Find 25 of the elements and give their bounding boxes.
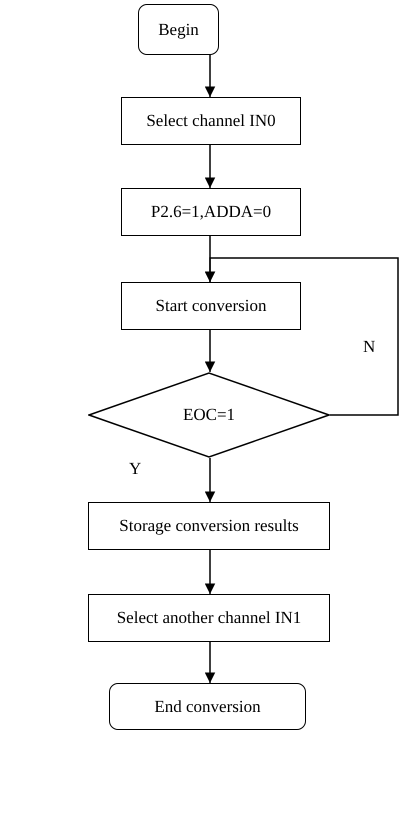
decision-diamond	[88, 372, 330, 458]
arrow	[204, 458, 216, 502]
node-label: Begin	[158, 20, 199, 40]
arrow	[204, 145, 216, 188]
process-box	[121, 282, 301, 330]
terminal-box	[109, 683, 306, 730]
node-label: Start conversion	[156, 296, 266, 316]
arrow	[204, 330, 216, 372]
node-label: P2.6=1,ADDA=0	[150, 202, 272, 222]
node-label: Select another channel IN1	[116, 608, 302, 628]
process-box	[88, 594, 330, 642]
node-label: Select channel IN0	[146, 111, 276, 131]
terminal-box	[138, 4, 219, 55]
arrow	[204, 55, 216, 97]
process-box	[88, 502, 330, 550]
node-label: Storage conversion results	[119, 516, 299, 536]
node-label: End conversion	[154, 696, 261, 716]
process-box	[121, 97, 301, 145]
node-label: EOC=1	[182, 405, 236, 425]
arrow	[204, 550, 216, 594]
edge-label: N	[362, 338, 376, 355]
edge-label: Y	[128, 460, 142, 477]
arrow	[204, 257, 399, 416]
arrow	[204, 642, 216, 683]
process-box	[121, 188, 301, 236]
